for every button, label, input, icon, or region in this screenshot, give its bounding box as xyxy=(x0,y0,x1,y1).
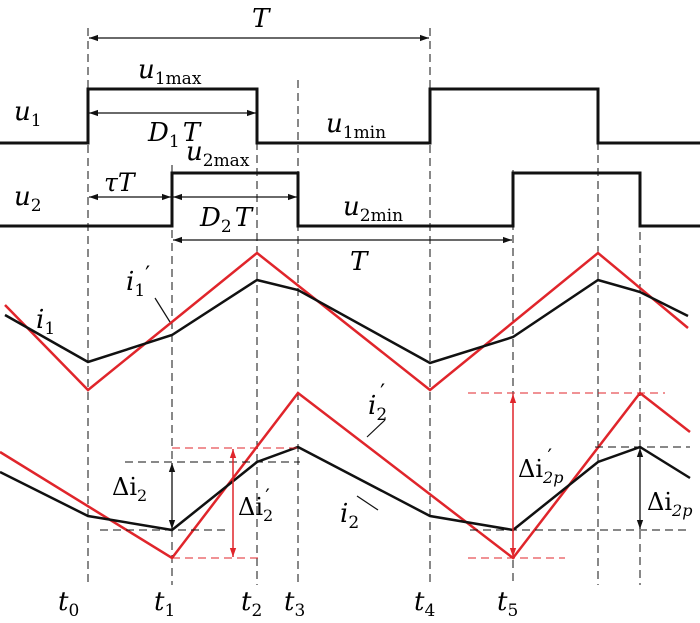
label-t2: t2 xyxy=(241,587,262,621)
label-i1-prime: i1′ xyxy=(126,263,150,301)
i1-prime-waveform xyxy=(4,251,689,392)
i2-pointer xyxy=(356,495,379,511)
i1-waveform xyxy=(4,278,689,365)
i2-waveform xyxy=(0,445,691,532)
label-t0: t0 xyxy=(58,587,79,621)
label-t3: t3 xyxy=(284,587,305,621)
di2-prime-reference-lines xyxy=(172,392,665,559)
label-u1max: u1max xyxy=(138,55,202,89)
label-t4: t4 xyxy=(414,587,435,621)
i2-prime-pointer xyxy=(366,419,386,438)
label-di2p: Δi2p xyxy=(647,488,692,520)
i1-prime-pointer xyxy=(154,297,171,323)
u1-waveform xyxy=(0,87,700,145)
label-T-mid: T xyxy=(350,247,369,277)
label-di2p-prime: Δi2p′ xyxy=(518,444,563,487)
label-T-top: T xyxy=(252,4,271,34)
label-u1: u1 xyxy=(14,97,42,131)
label-di2: Δi2 xyxy=(112,473,147,505)
di2-reference-lines xyxy=(100,446,690,531)
label-i1: i1 xyxy=(36,305,55,339)
i1-pointer xyxy=(39,334,63,349)
label-tauT: τT xyxy=(104,168,137,197)
label-t1: t1 xyxy=(154,587,175,621)
label-u2: u2 xyxy=(14,182,42,216)
u2-waveform xyxy=(0,171,700,228)
label-u2max: u2max xyxy=(186,137,250,171)
label-u1min: u1min xyxy=(326,109,386,143)
i2-prime-waveform xyxy=(0,391,691,560)
label-di2-prime: Δi2′ xyxy=(238,484,273,525)
label-u2min: u2min xyxy=(343,192,403,226)
label-i2: i2 xyxy=(340,499,359,533)
label-t5: t5 xyxy=(497,587,518,621)
label-i2-prime: i2′ xyxy=(368,381,387,425)
